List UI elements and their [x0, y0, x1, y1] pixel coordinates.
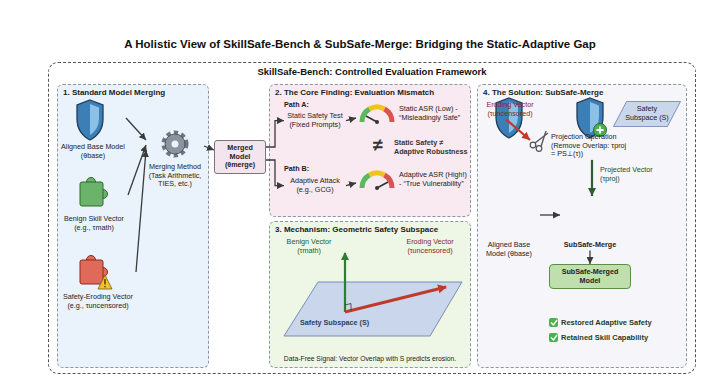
connector	[540, 215, 560, 216]
connector-line	[506, 119, 530, 140]
plane-outline	[613, 101, 680, 126]
section-panel: 1. Standard Model MergingAligned Base Mo…	[57, 84, 209, 368]
framework-frame: SkillSafe-Bench: Controlled Evaluation F…	[48, 62, 696, 374]
label-holder: Path A:	[284, 101, 324, 110]
gear-icon	[164, 133, 186, 155]
node-text: 2. The Core Finding: Evaluation Mismatch	[270, 85, 470, 100]
connector	[266, 121, 284, 147]
node-text: Static Safety Test (Fixed Prompts)	[285, 112, 345, 129]
node-text: Adaptive ASR (High!) - “True Vulnerabili…	[399, 171, 469, 188]
connector-line	[540, 214, 560, 215]
label-holder: Path B:	[284, 165, 324, 174]
diagram-title: A Holistic View of SkillSafe-Bench & Sub…	[0, 38, 720, 50]
label-holder: Static Safety ≠ Adaptive Robustness	[394, 139, 468, 156]
not-equal-sign: ≠	[364, 136, 392, 154]
connector-line	[136, 150, 146, 272]
node-text: Aligned Base Model (θbase)	[61, 143, 125, 160]
title-holder: A Holistic View of SkillSafe-Bench & Sub…	[0, 38, 720, 50]
projection-step: Projection Operation (Remove Overlap: τp…	[530, 132, 628, 160]
connector	[506, 119, 530, 140]
node-text: 4. The Solution: SubSafe-Merge	[478, 85, 686, 100]
node-text: Benign Skill Vector (e.g., τmath)	[61, 215, 127, 232]
node-text: Safety Subspace (S)	[621, 105, 673, 122]
node-text: SkillSafe-Bench: Controlled Evaluation F…	[49, 63, 695, 77]
merge-method: SubSafe-Merge	[560, 196, 620, 251]
vector-icon-label: Benign Skill Vector (e.g., τmath)	[60, 176, 128, 233]
connector-line	[346, 183, 356, 186]
connector-line	[266, 160, 284, 186]
label-holder: Benign Vector (τmath)	[279, 238, 339, 255]
vector-arrows	[345, 253, 446, 312]
gauge-reading: Adaptive ASR (High!) - “True Vulnerabili…	[356, 170, 470, 194]
node-text: Merging Method (Task Arithmetic, TIES, e…	[147, 163, 203, 189]
connector	[136, 150, 146, 272]
puzzle-icon	[80, 178, 108, 207]
test-label: Static Safety Test (Fixed Prompts)	[284, 111, 346, 130]
subspace-plane	[284, 282, 462, 336]
subspace-label: Safety Subspace (S)	[300, 319, 400, 328]
check-item: Restored Adaptive Safety	[561, 318, 683, 327]
node-text: Aligned Base Model (θbase)	[479, 241, 539, 258]
node-text: SubSafe-Merged Model	[552, 268, 628, 285]
connector	[590, 251, 591, 264]
node-text: 1. Standard Model Merging	[58, 85, 208, 100]
check-icon	[549, 318, 558, 342]
vector-label: Benign Vector (τmath)	[279, 238, 339, 255]
gauge-high	[362, 173, 392, 190]
label-holder: ≠	[364, 136, 392, 154]
connector-line	[346, 118, 356, 121]
connector	[592, 160, 593, 196]
result-box: SubSafe-Merged Model	[549, 264, 631, 289]
edge-label: Path B:	[284, 165, 324, 174]
node-text: Eroding Vector (τuncensored)	[482, 101, 538, 118]
gauge-low	[362, 107, 392, 124]
connector	[128, 145, 146, 195]
connector-line	[204, 146, 214, 150]
shield-icon	[77, 100, 103, 140]
node-text: Safety-Eroding Vector (e.g., τuncensored…	[61, 293, 135, 310]
test-label: Adaptive Attack (e.g., GCG)	[284, 176, 346, 195]
connector	[126, 118, 146, 140]
gauge-reading: Static ASR (Low) - “Misleadingly Safe”	[356, 104, 470, 128]
node-text: Merged Model (θmerge)	[217, 144, 263, 170]
label-holder: Retained Skill Capability	[561, 333, 683, 342]
merge-method: Merging Method (Task Arithmetic, TIES, e…	[146, 126, 204, 190]
model-icon-label: Aligned Base Model (θbase)	[60, 98, 126, 161]
scissors-icon	[530, 131, 548, 151]
label-holder: Restored Adaptive Safety	[561, 318, 683, 327]
connector	[204, 146, 214, 150]
connector-line	[266, 121, 284, 147]
finding-note: Static Safety ≠ Adaptive Robustness	[394, 139, 468, 156]
vector-label: Eroding Vector (τuncensored)	[481, 100, 539, 119]
vector-icon-label: Safety-Eroding Vector (e.g., τuncensored…	[60, 254, 136, 311]
node-text: Static ASR (Low) - “Misleadingly Safe”	[399, 105, 469, 122]
label-holder: Safety Subspace (S)	[300, 319, 400, 328]
node-text: SubSafe-Merge	[561, 241, 619, 250]
shield-plus-icon	[577, 98, 607, 138]
node-text: 3. Mechanism: Geometric Safety Subspace	[270, 222, 470, 237]
edge-label: Projected Vector (τproj)	[600, 166, 672, 183]
label-holder: Eroding Vector (τuncensored)	[394, 238, 466, 255]
node-text: Adaptive Attack (e.g., GCG)	[285, 177, 345, 194]
connector-line	[589, 251, 590, 264]
vector-label: Eroding Vector (τuncensored)	[394, 238, 466, 255]
connector	[346, 118, 356, 121]
node-text: Projection Operation (Remove Overlap: τp…	[551, 133, 627, 159]
check-item: Retained Skill Capability	[561, 333, 683, 342]
label-holder: Projected Vector (τproj)	[600, 166, 672, 183]
puzzle-warning-icon	[80, 256, 112, 290]
connector-line	[126, 118, 146, 140]
process-box: Merged Model (θmerge)	[214, 140, 266, 174]
model-icon-label: Aligned Base Model (θbase)	[478, 196, 540, 259]
shield-icon	[496, 98, 522, 138]
connector	[266, 160, 284, 186]
subspace-plane: Safety Subspace (S)	[612, 100, 682, 128]
connector	[346, 183, 356, 186]
connector-line	[591, 160, 593, 196]
connector-line	[128, 145, 146, 195]
note-text: Data-Free Signal: Vector Overlap with S …	[270, 355, 470, 367]
edge-label: Path A:	[284, 101, 324, 110]
